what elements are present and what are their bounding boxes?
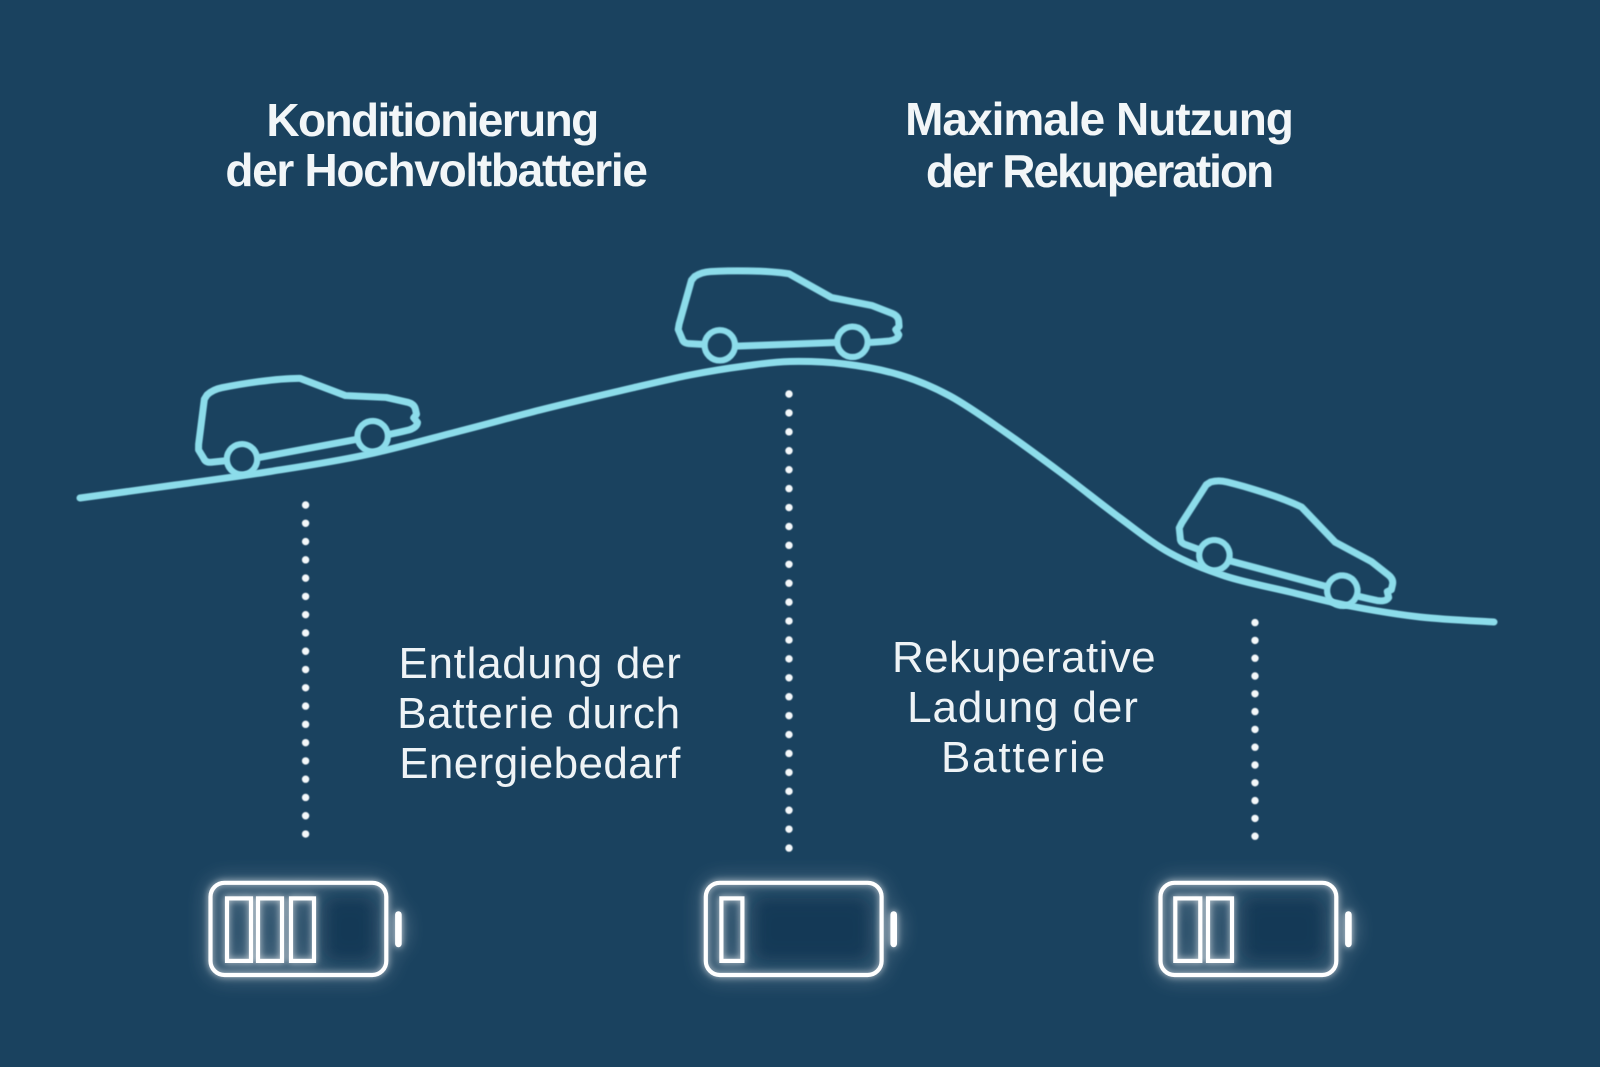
- svg-text:der Hochvoltbatterie: der Hochvoltbatterie: [225, 144, 647, 196]
- svg-text:der Rekuperation: der Rekuperation: [926, 145, 1272, 197]
- svg-text:Entladung der: Entladung der: [398, 639, 681, 688]
- svg-text:Konditionierung: Konditionierung: [266, 94, 597, 146]
- svg-text:Energiebedarf: Energiebedarf: [399, 739, 681, 788]
- svg-text:Ladung der: Ladung der: [907, 683, 1139, 732]
- svg-text:Batterie: Batterie: [941, 733, 1107, 782]
- svg-text:Batterie durch: Batterie durch: [397, 689, 681, 738]
- svg-text:Rekuperative: Rekuperative: [892, 633, 1156, 682]
- svg-text:Maximale Nutzung: Maximale Nutzung: [905, 93, 1293, 145]
